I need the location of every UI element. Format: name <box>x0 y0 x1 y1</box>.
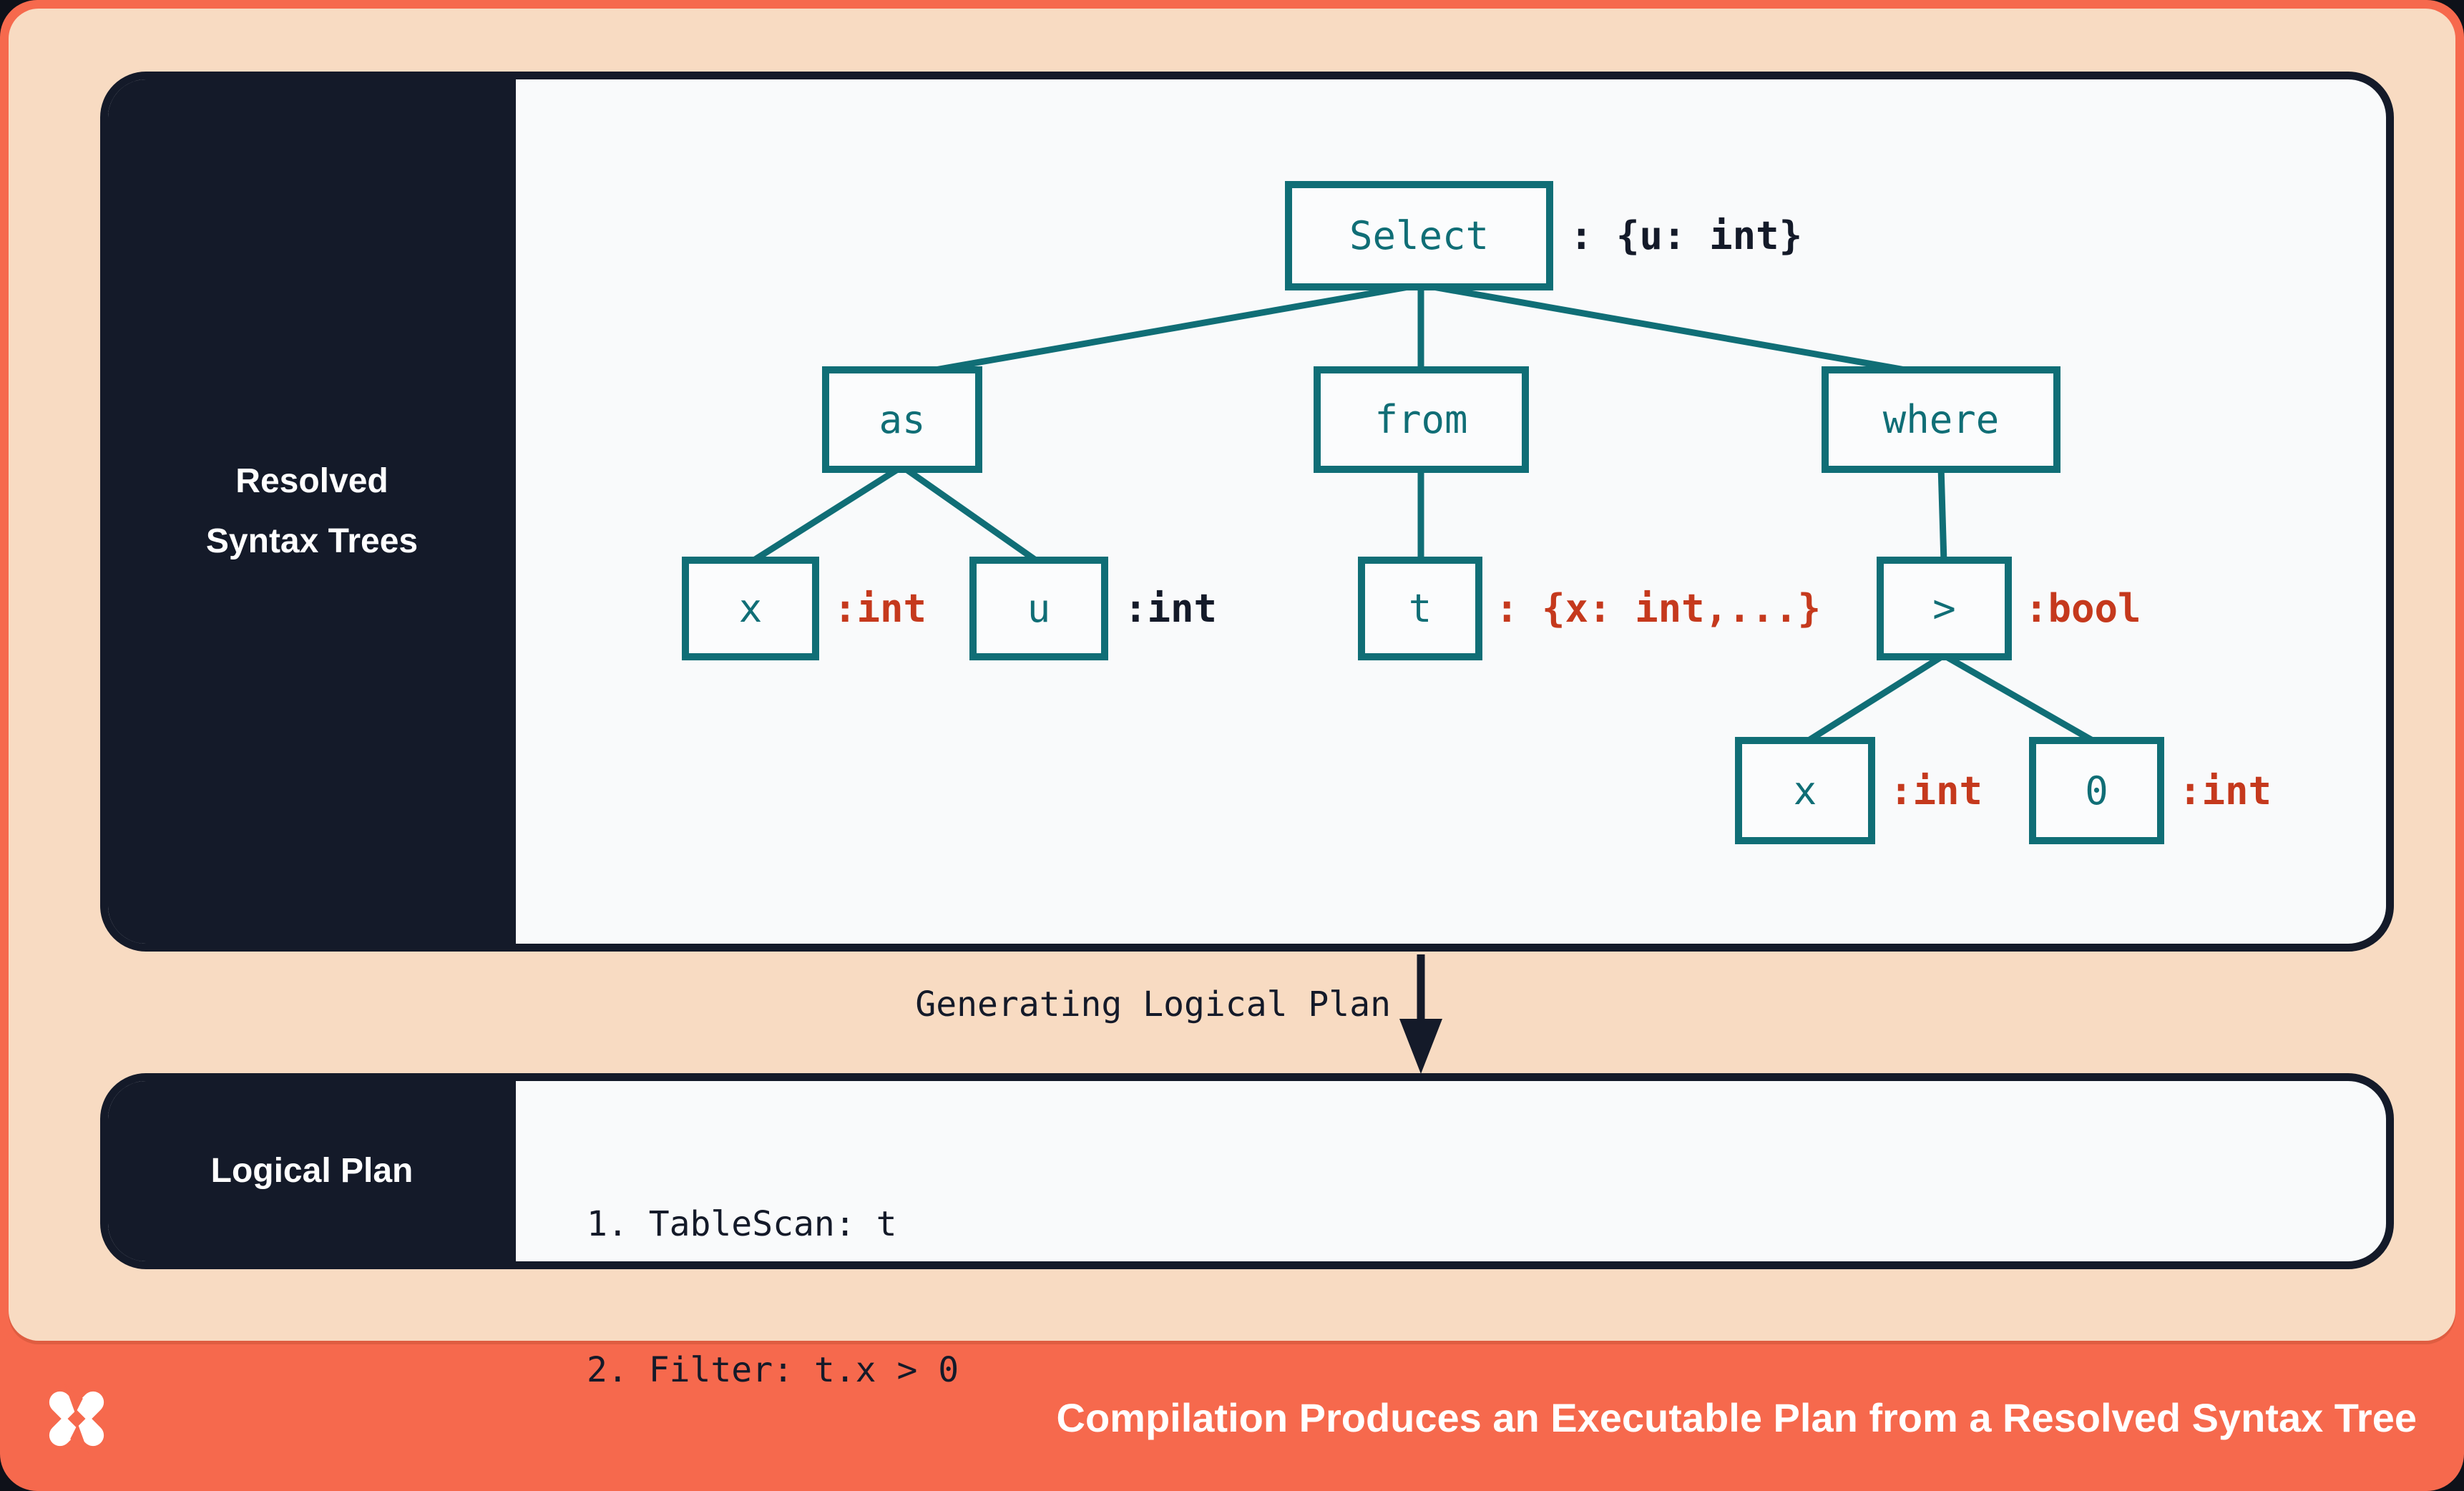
annotation-select-type: : {u: int} <box>1570 213 1803 258</box>
node-where: where <box>1822 366 2060 473</box>
resolved-panel-sidebar: Resolved Syntax Trees <box>108 79 516 944</box>
plan-step: 1. TableScan: t <box>587 1204 897 1244</box>
node-select: Select <box>1285 181 1553 290</box>
logical-plan-title: Logical Plan <box>210 1152 414 1190</box>
logical-plan-steps: 1. TableScan: t 2. Filter: t.x > 0 3. Pr… <box>587 1103 1062 1491</box>
node-x-alias: x <box>682 557 819 660</box>
transition-label: Generating Logical Plan <box>915 984 1391 1025</box>
footer-title: Compilation Produces an Executable Plan … <box>1056 1395 2417 1440</box>
node-t-table: t <box>1358 557 1482 660</box>
node-u-alias: u <box>969 557 1108 660</box>
annotation-x-alias-type: :int <box>833 586 927 631</box>
annotation-t-table-type: : {x: int,...} <box>1495 586 1822 631</box>
node-zero-operand: 0 <box>2029 737 2164 844</box>
node-as: as <box>822 366 982 473</box>
annotation-zero-operand-type: :int <box>2179 768 2272 813</box>
annotation-x-operand-type: :int <box>1889 768 1983 813</box>
annotation-greater-than-type: :bool <box>2025 586 2141 631</box>
annotation-u-alias-type: :int <box>1124 586 1218 631</box>
node-greater-than: > <box>1877 557 2012 660</box>
pinwheel-logo-icon <box>49 1384 104 1454</box>
resolved-panel-title-line2: Syntax Trees <box>205 522 419 560</box>
logical-plan-sidebar: Logical Plan <box>108 1081 516 1261</box>
resolved-syntax-trees-panel: Resolved Syntax Trees <box>100 72 2394 952</box>
logical-plan-panel: Logical Plan <box>100 1073 2394 1269</box>
node-from: from <box>1314 366 1529 473</box>
resolved-panel-title-line1: Resolved <box>235 462 388 500</box>
node-x-operand: x <box>1735 737 1875 844</box>
plan-step: 2. Filter: t.x > 0 <box>587 1350 959 1390</box>
